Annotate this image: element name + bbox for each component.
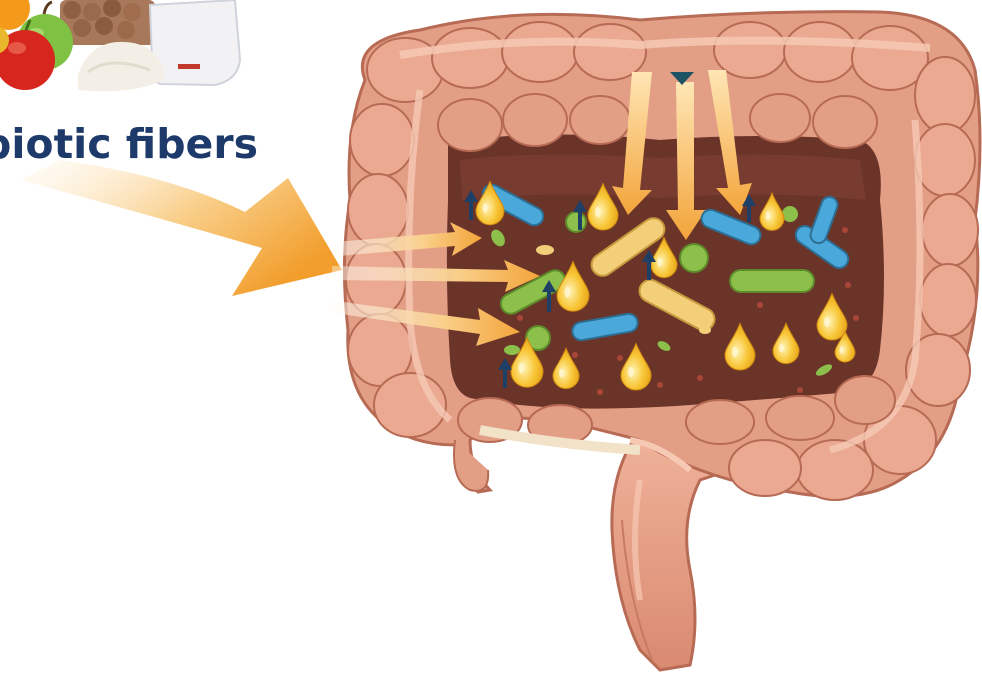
droplet-highlight bbox=[559, 368, 564, 377]
droplet-highlight bbox=[483, 203, 488, 213]
droplet-highlight bbox=[628, 367, 633, 378]
droplet-highlight bbox=[519, 362, 525, 373]
droplet-highlight bbox=[840, 347, 844, 354]
droplet-highlight bbox=[657, 257, 662, 266]
droplet-highlight bbox=[595, 207, 600, 218]
intestine-icon bbox=[344, 12, 980, 670]
droplet-highlight bbox=[766, 212, 770, 220]
food-basket-icon bbox=[0, 0, 240, 91]
fiber-arrow-icon bbox=[20, 160, 342, 296]
droplet-highlight bbox=[565, 286, 571, 297]
caption-text: biotic fibers bbox=[0, 120, 258, 168]
droplet-highlight bbox=[824, 317, 829, 328]
droplet-highlight bbox=[732, 347, 737, 358]
droplet-highlight bbox=[779, 343, 784, 352]
